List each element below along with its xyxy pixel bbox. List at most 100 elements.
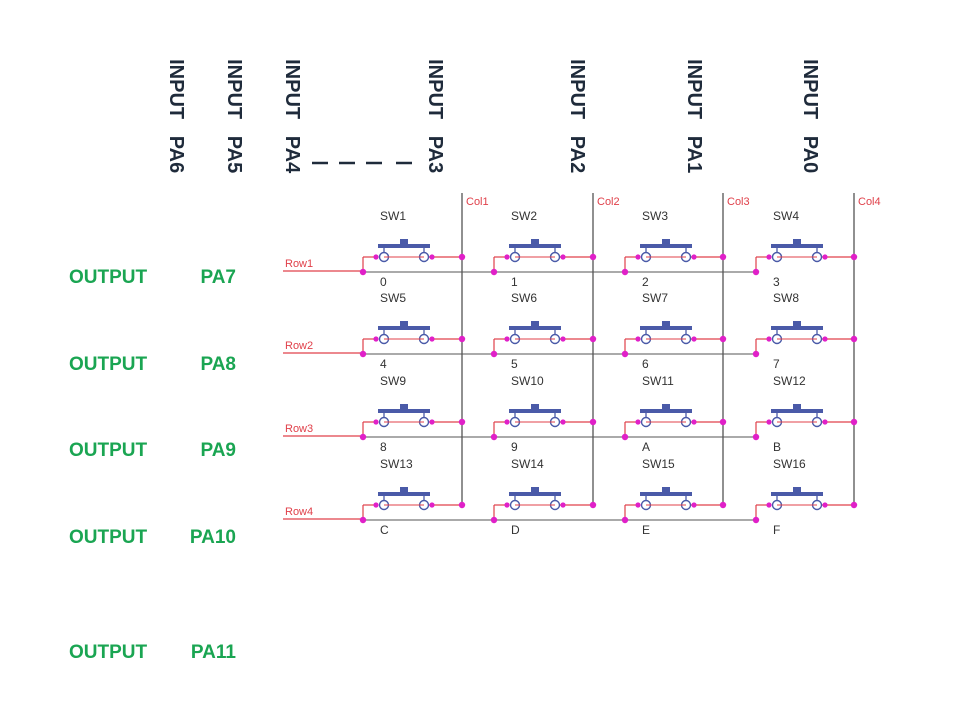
column-label-1: Col1 [466, 196, 489, 208]
key-label: 5 [511, 357, 518, 371]
switch-actuator [640, 409, 692, 413]
key-label: F [773, 523, 780, 537]
input-label-pa4: INPUT PA4 [281, 48, 322, 174]
switch-actuator [640, 492, 692, 496]
input-label-pa2: INPUT PA2 [566, 48, 607, 174]
output-pin-pa10: PA10 [189, 527, 236, 548]
switch-actuator [771, 326, 823, 330]
key-label: 8 [380, 440, 387, 454]
switch-actuator [509, 409, 561, 413]
junction-dot [504, 336, 510, 342]
junction-dot [719, 501, 727, 509]
switch-name: SW1 [380, 209, 406, 223]
input-label-pa6: INPUT PA6 [165, 48, 206, 173]
switch-name: SW2 [511, 209, 537, 223]
switch-plunger [531, 404, 539, 409]
input-label-pa0: INPUT PA0 [799, 48, 840, 173]
junction-dot [373, 502, 379, 508]
junction-dot [719, 253, 727, 261]
input-word: INPUT [165, 59, 187, 120]
switch-name: SW13 [380, 457, 413, 471]
input-pin: PA1 [683, 135, 705, 174]
switch-actuator [509, 244, 561, 248]
column-label-4: Col4 [858, 196, 881, 208]
key-label: E [642, 523, 650, 537]
switch-plunger [400, 487, 408, 492]
junction-dot [822, 419, 828, 425]
junction-dots [359, 253, 858, 524]
junction-dot [691, 336, 697, 342]
column-label-3: Col3 [727, 196, 750, 208]
junction-dot [359, 268, 367, 276]
switch-actuator [378, 409, 430, 413]
junction-dot [719, 418, 727, 426]
junction-dot [373, 254, 379, 260]
switch-name: SW9 [380, 374, 406, 388]
switch-name: SW12 [773, 374, 806, 388]
key-label: 6 [642, 357, 649, 371]
junction-dot [691, 254, 697, 260]
switches [378, 239, 823, 511]
column-label-2: Col2 [597, 196, 620, 208]
switch-name: SW7 [642, 291, 668, 305]
junction-dot [490, 350, 498, 358]
junction-dot [822, 336, 828, 342]
junction-dot [766, 502, 772, 508]
switch-actuator [771, 244, 823, 248]
junction-dot [766, 419, 772, 425]
switch-plunger [793, 321, 801, 326]
junction-dot [458, 335, 466, 343]
junction-dot [589, 335, 597, 343]
key-label: 2 [642, 275, 649, 289]
switch-name: SW4 [773, 209, 799, 223]
junction-dot [429, 419, 435, 425]
junction-dot [429, 254, 435, 260]
junction-dot [691, 502, 697, 508]
input-word: INPUT [223, 59, 245, 120]
junction-dot [490, 268, 498, 276]
switch-plunger [793, 404, 801, 409]
output-pin-pa8: PA8 [200, 354, 236, 375]
key-label: A [642, 440, 650, 454]
junction-dot [850, 501, 858, 509]
junction-dot [589, 253, 597, 261]
junction-dot [850, 418, 858, 426]
output-pin-pa9: PA9 [200, 440, 236, 461]
switch-actuator [378, 326, 430, 330]
output-pin-pa11: PA11 [190, 642, 236, 663]
key-label: 9 [511, 440, 518, 454]
junction-dot [635, 336, 641, 342]
input-word: INPUT [281, 59, 303, 120]
junction-dot [560, 419, 566, 425]
junction-dot [822, 502, 828, 508]
junction-dot [560, 336, 566, 342]
output-word-pa7: OUTPUT [69, 267, 148, 288]
junction-dot [691, 419, 697, 425]
junction-dot [504, 419, 510, 425]
junction-dot [621, 516, 629, 524]
output-word-pa11: OUTPUT [69, 642, 148, 663]
junction-dot [635, 502, 641, 508]
switch-name: SW8 [773, 291, 799, 305]
row-label-3: Row3 [285, 423, 313, 435]
input-label-pa5: INPUT PA5 [223, 48, 264, 173]
row-label-1: Row1 [285, 258, 313, 270]
junction-dot [490, 516, 498, 524]
wires [283, 193, 855, 521]
input-word: INPUT [683, 59, 705, 120]
junction-dot [458, 418, 466, 426]
switch-name: SW15 [642, 457, 675, 471]
row-label-2: Row2 [285, 340, 313, 352]
key-label: D [511, 523, 520, 537]
switch-name: SW11 [642, 374, 674, 388]
switch-plunger [662, 239, 670, 244]
key-label: B [773, 440, 781, 454]
junction-dot [359, 516, 367, 524]
junction-dot [766, 336, 772, 342]
switch-plunger [662, 404, 670, 409]
input-pin: PA4 [281, 135, 303, 174]
switch-plunger [400, 404, 408, 409]
output-word-pa8: OUTPUT [69, 354, 148, 375]
input-pin: PA2 [566, 135, 588, 174]
